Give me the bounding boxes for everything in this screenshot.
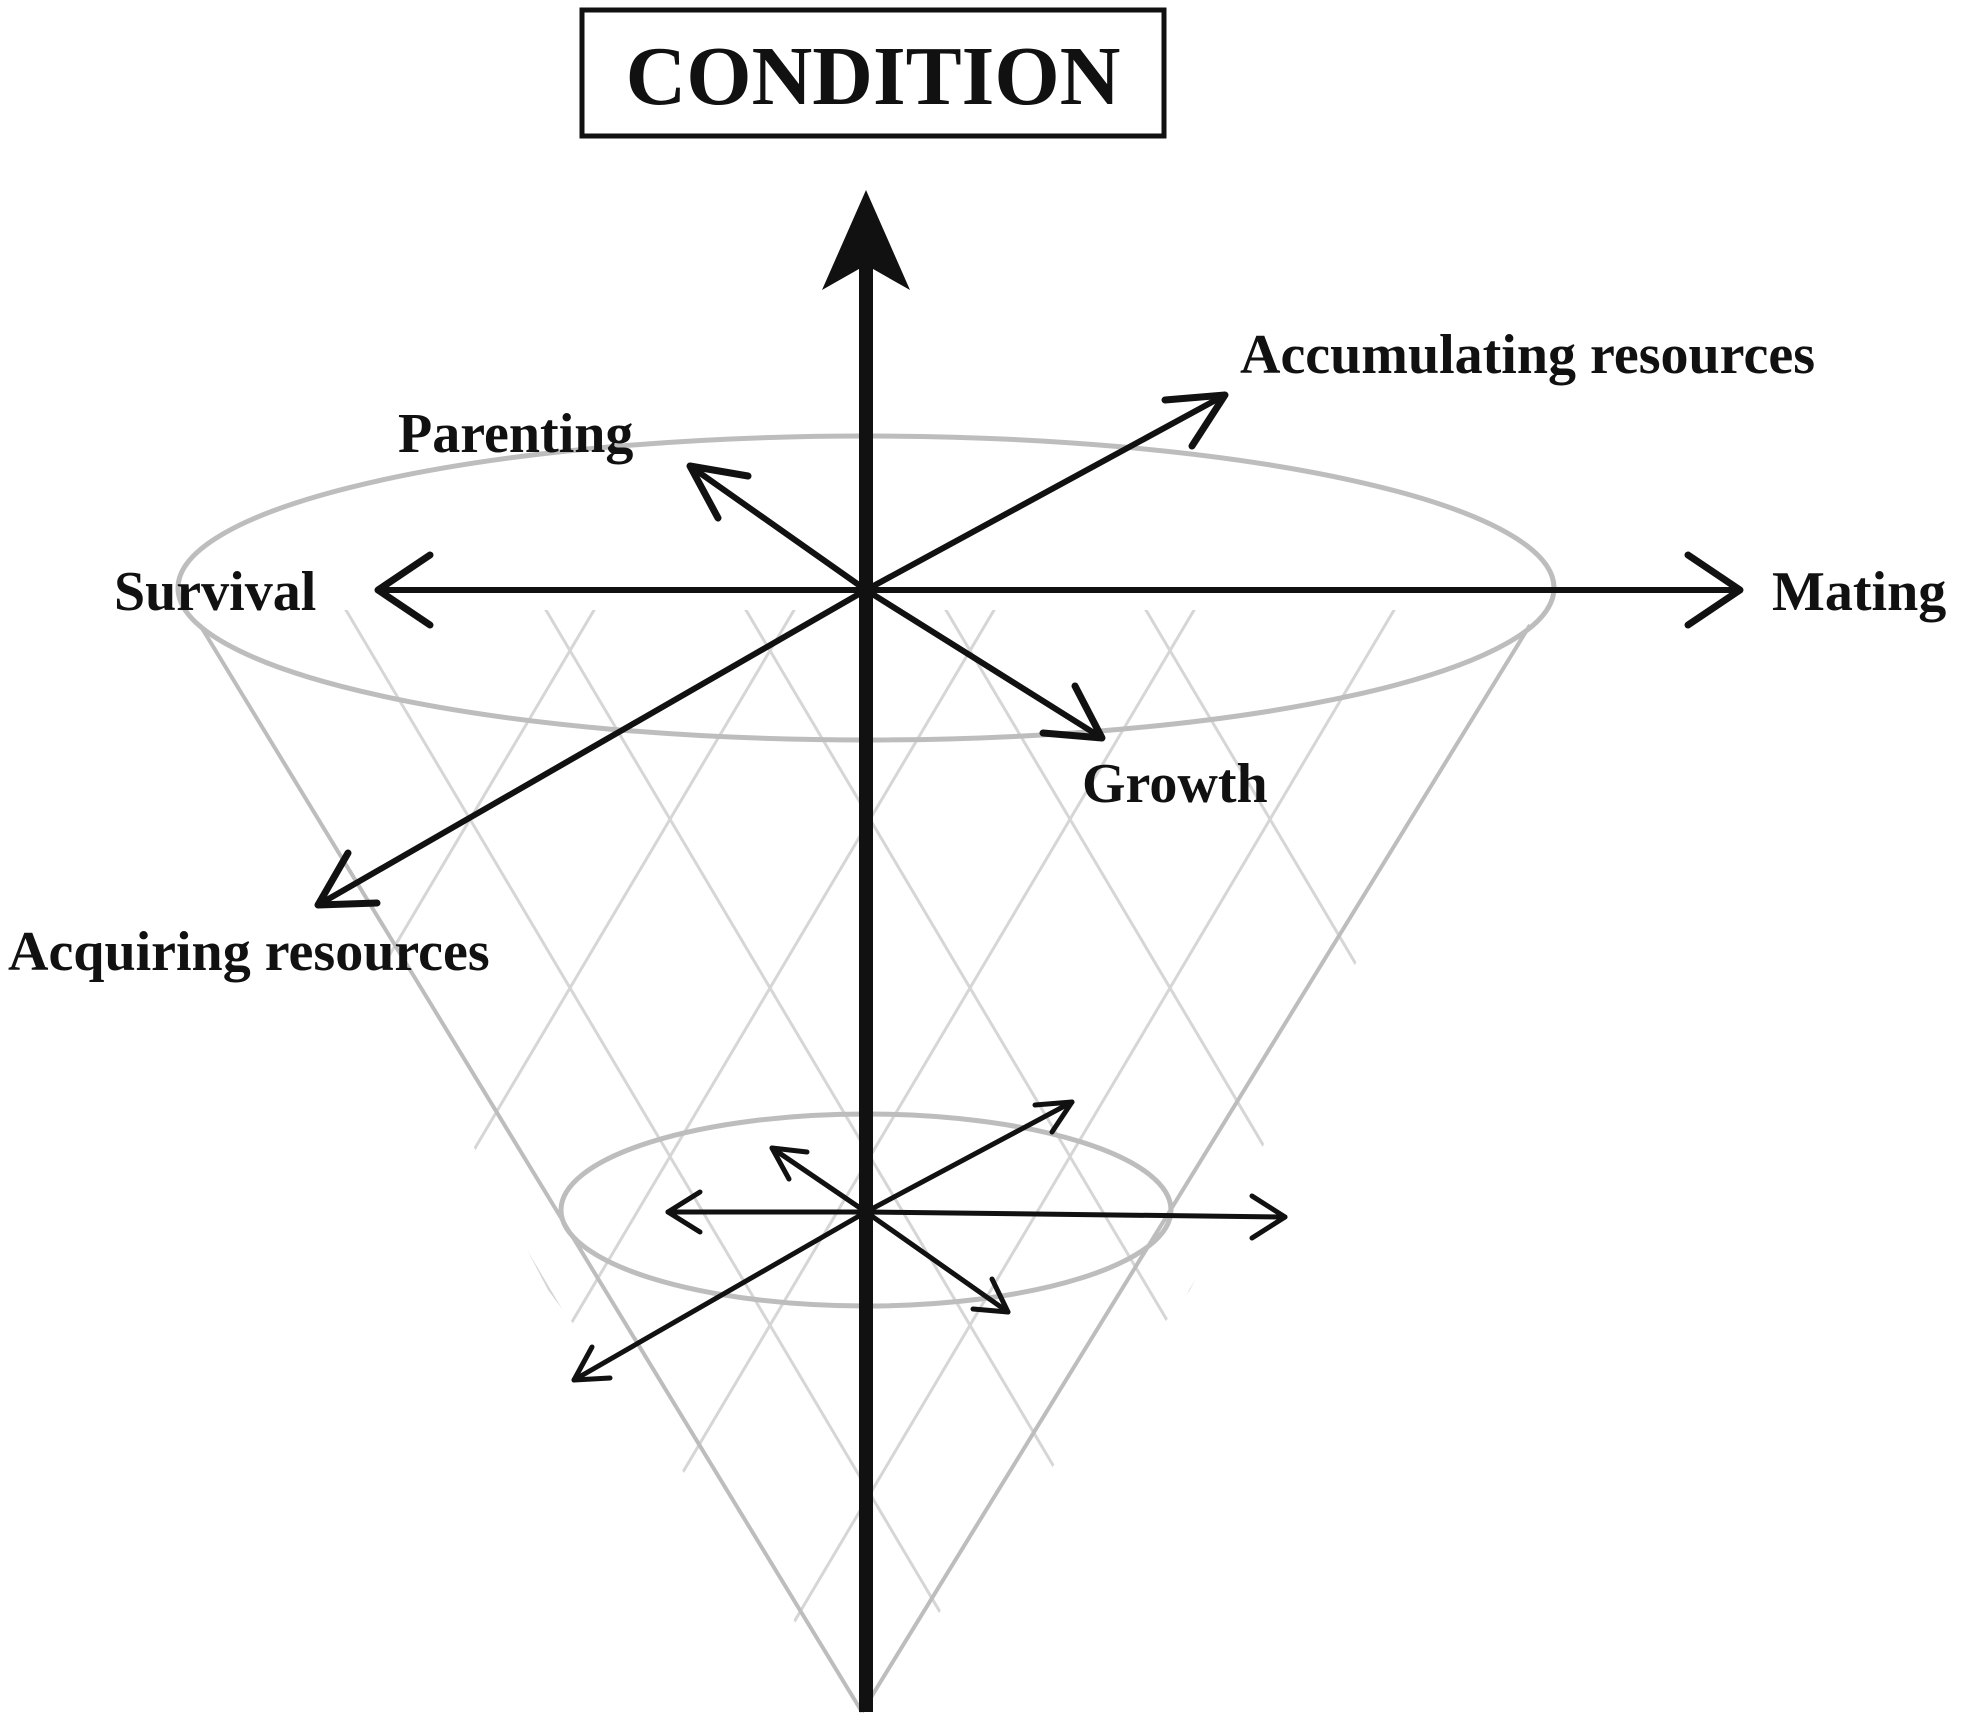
mating-arrowhead: [1684, 551, 1744, 629]
title-box: CONDITION: [579, 7, 1167, 139]
accumulating-arrow: [863, 392, 1228, 593]
title-text: CONDITION: [626, 30, 1121, 123]
accumulating-arrowhead: [1161, 391, 1229, 450]
parenting-arrow: [687, 463, 869, 593]
cone-mesh: [195, 610, 1535, 1712]
title-frame: [579, 7, 1167, 139]
small-parenting-arrowhead: [769, 1145, 810, 1182]
parenting-arrowhead: [686, 462, 752, 522]
label-parenting: Parenting: [398, 403, 633, 465]
label-accumulating: Accumulating resources: [1240, 324, 1815, 386]
cone-left-edge: [198, 623, 864, 1714]
label-survival: Survival: [114, 561, 316, 623]
small-mating-arrow: [863, 1209, 1288, 1220]
small-mating-arrowhead: [1249, 1193, 1288, 1241]
cone: [175, 433, 1557, 1714]
small-parenting-arrow: [769, 1145, 869, 1215]
survival-arrowhead: [374, 551, 434, 629]
growth-arrow: [863, 587, 1105, 741]
small-accumulating-arrowhead: [1032, 1099, 1075, 1135]
condition-axis: [822, 190, 910, 1712]
small-survival-arrowhead: [665, 1189, 703, 1235]
label-mating: Mating: [1772, 561, 1946, 623]
small-acquiring-arrow: [571, 1209, 869, 1383]
growth-arrowhead: [1039, 682, 1106, 742]
condition-axis-arrowhead: [822, 190, 910, 290]
small-acquiring-arrowhead: [571, 1344, 613, 1383]
bottom-arrows: [571, 1099, 1288, 1383]
label-acquiring: Acquiring resources: [8, 921, 490, 983]
acquiring-arrow: [315, 587, 869, 908]
small-accumulating-arrow: [863, 1099, 1075, 1215]
acquiring-arrowhead: [314, 849, 381, 909]
small-growth-arrowhead: [970, 1276, 1011, 1315]
cone-right-edge: [860, 623, 1532, 1714]
axis-labels: Accumulating resources Parenting Surviva…: [8, 324, 1946, 983]
top-arrows: [314, 391, 1744, 909]
label-growth: Growth: [1082, 753, 1268, 815]
small-growth-arrow: [863, 1209, 1011, 1315]
